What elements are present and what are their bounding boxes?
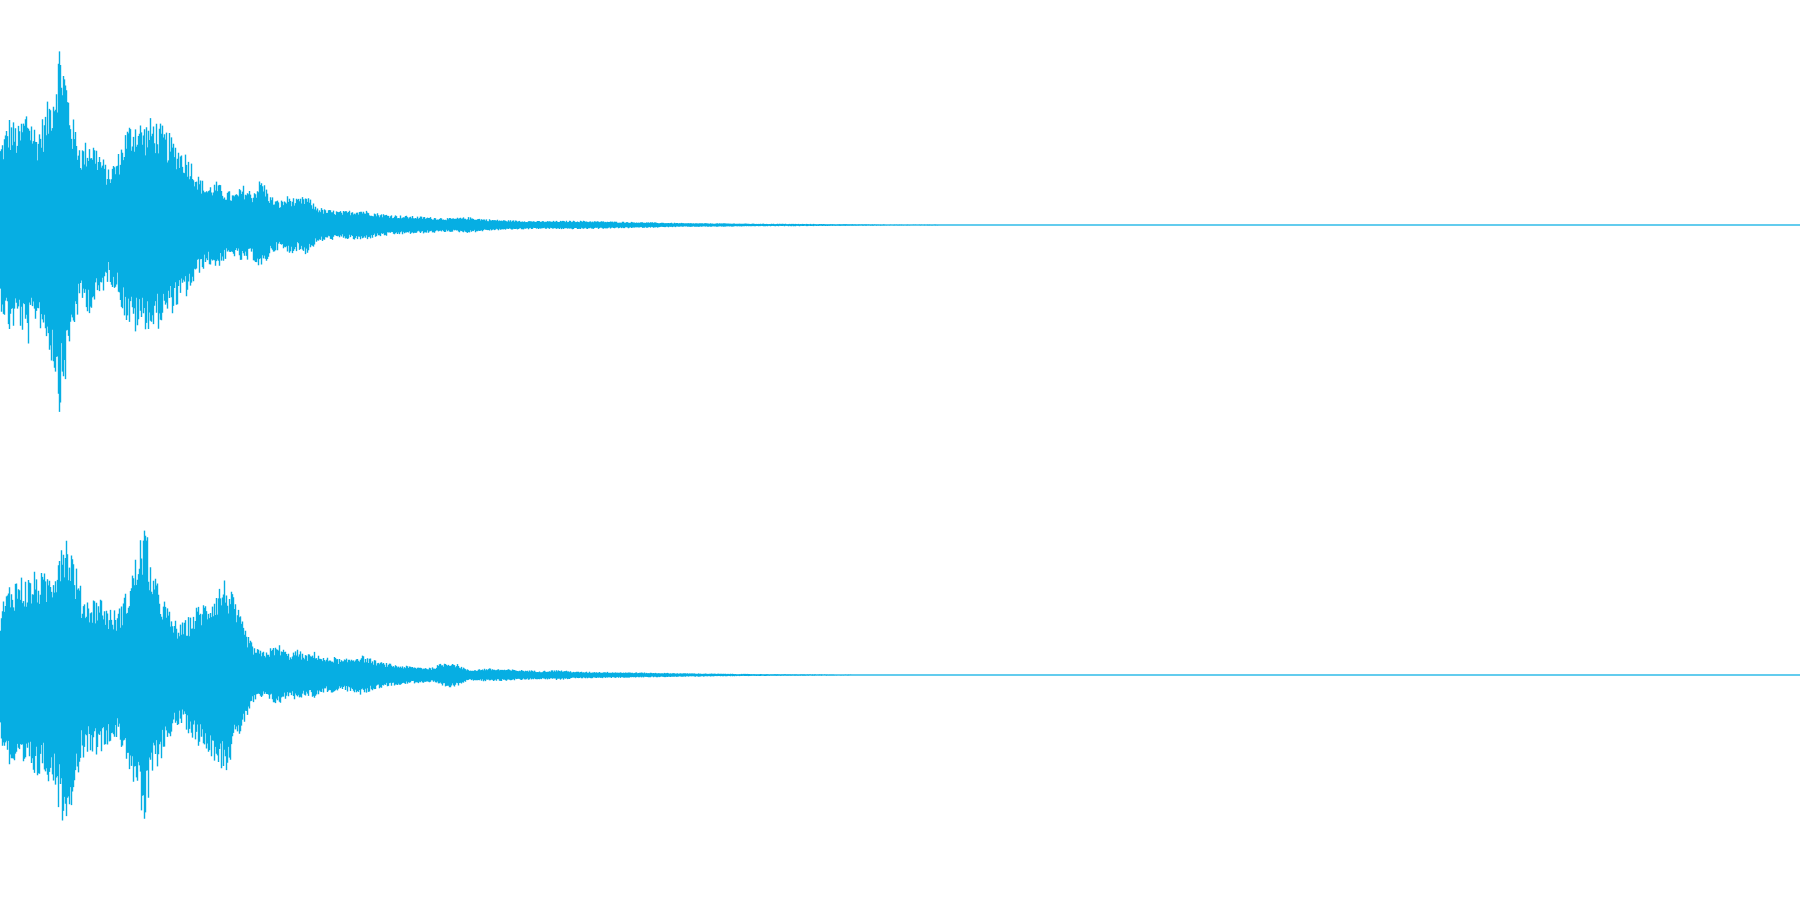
channel-1-waveform[interactable] xyxy=(0,51,1800,412)
channel-2-samples xyxy=(0,530,946,821)
channel-2-waveform[interactable] xyxy=(0,530,1800,821)
channel-1-samples xyxy=(0,51,982,412)
